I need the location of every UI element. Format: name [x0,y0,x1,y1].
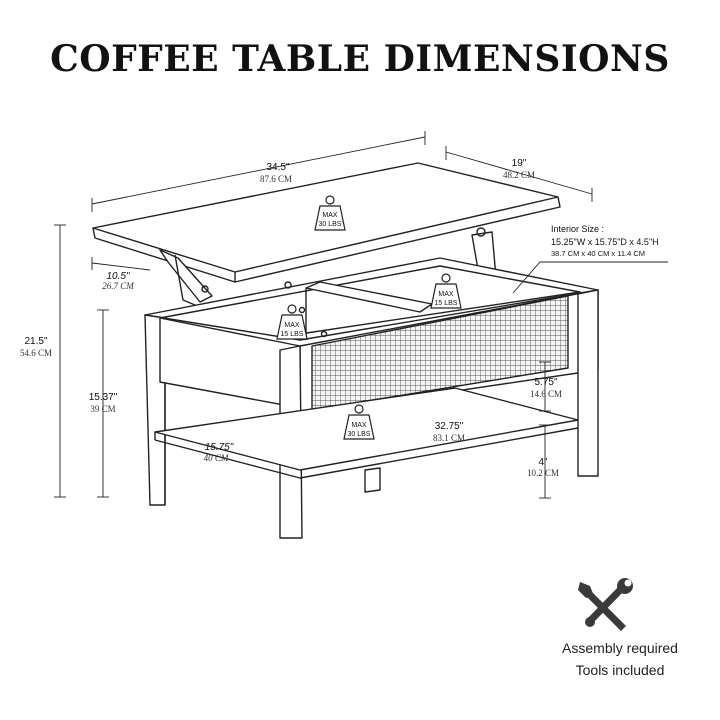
weight-badge-shelf: MAX 30 LBS [343,404,375,440]
wrench-screwdriver-icon [578,578,633,631]
dimension-labels: 34.5" 87.6 CM 19" 48.2 CM 10.5" 26.7 CM … [20,158,562,478]
tools-note: Tools included [575,662,665,678]
diagram-title: COFFEE TABLE DIMENSIONS [50,38,670,80]
weight-load: 30 LBS [319,221,342,228]
assembly-note: Assembly required [562,640,678,656]
depth-in: 19" [512,158,527,169]
lift-offset-in: 10.5" [106,271,129,282]
depth-cm: 48.2 CM [503,170,535,180]
shelf-length-cm: 83.1 CM [433,433,465,443]
weight-load: 15 LBS [435,300,458,307]
length-in: 34.5" [266,162,289,173]
leg-front-right [577,289,599,477]
shelf-length-in: 32.75" [435,421,464,432]
weight-max: MAX [438,291,454,298]
total-height-in: 21.5" [24,336,47,347]
weight-badge-top: MAX 30 LBS [314,195,346,231]
shelf-depth-in: 15.75" [205,442,234,453]
body-height-in: 15.37" [89,392,118,403]
weight-max: MAX [284,322,300,329]
drawer-gap-cm: 14.6 CM [530,389,562,399]
weight-badge-left: MAX 15 LBS [276,304,308,340]
weight-icon [276,304,308,340]
total-height-cm: 54.6 CM [20,348,52,358]
shelf-clearance-in: 4" [538,457,548,468]
shelf-depth-cm: 40 CM [204,453,229,463]
weight-load: 15 LBS [281,331,304,338]
weight-load: 30 LBS [348,431,371,438]
drawer-gap-in: 5.75" [534,377,557,388]
shelf-clearance-cm: 10.2 CM [527,468,559,478]
table-outline [92,162,599,539]
weight-icon [314,195,346,231]
weight-icon [430,273,462,309]
interior-metric: 38.7 CM x 40 CM x 11.4 CM [551,249,645,258]
dimension-lines [54,131,668,499]
weight-max: MAX [351,422,367,429]
lift-offset-cm: 26.7 CM [102,281,134,291]
length-cm: 87.6 CM [260,174,292,184]
interior-size-note: Interior Size : 15.25"W x 15.75"D x 4.5"… [551,224,659,258]
interior-title: Interior Size : [551,224,604,234]
interior-imperial: 15.25"W x 15.75"D x 4.5"H [551,237,659,247]
weight-badge-right: MAX 15 LBS [430,273,462,309]
body-height-cm: 39 CM [90,404,115,414]
rattan-panel [311,295,569,411]
weight-icon [343,404,375,440]
weight-max: MAX [322,212,338,219]
